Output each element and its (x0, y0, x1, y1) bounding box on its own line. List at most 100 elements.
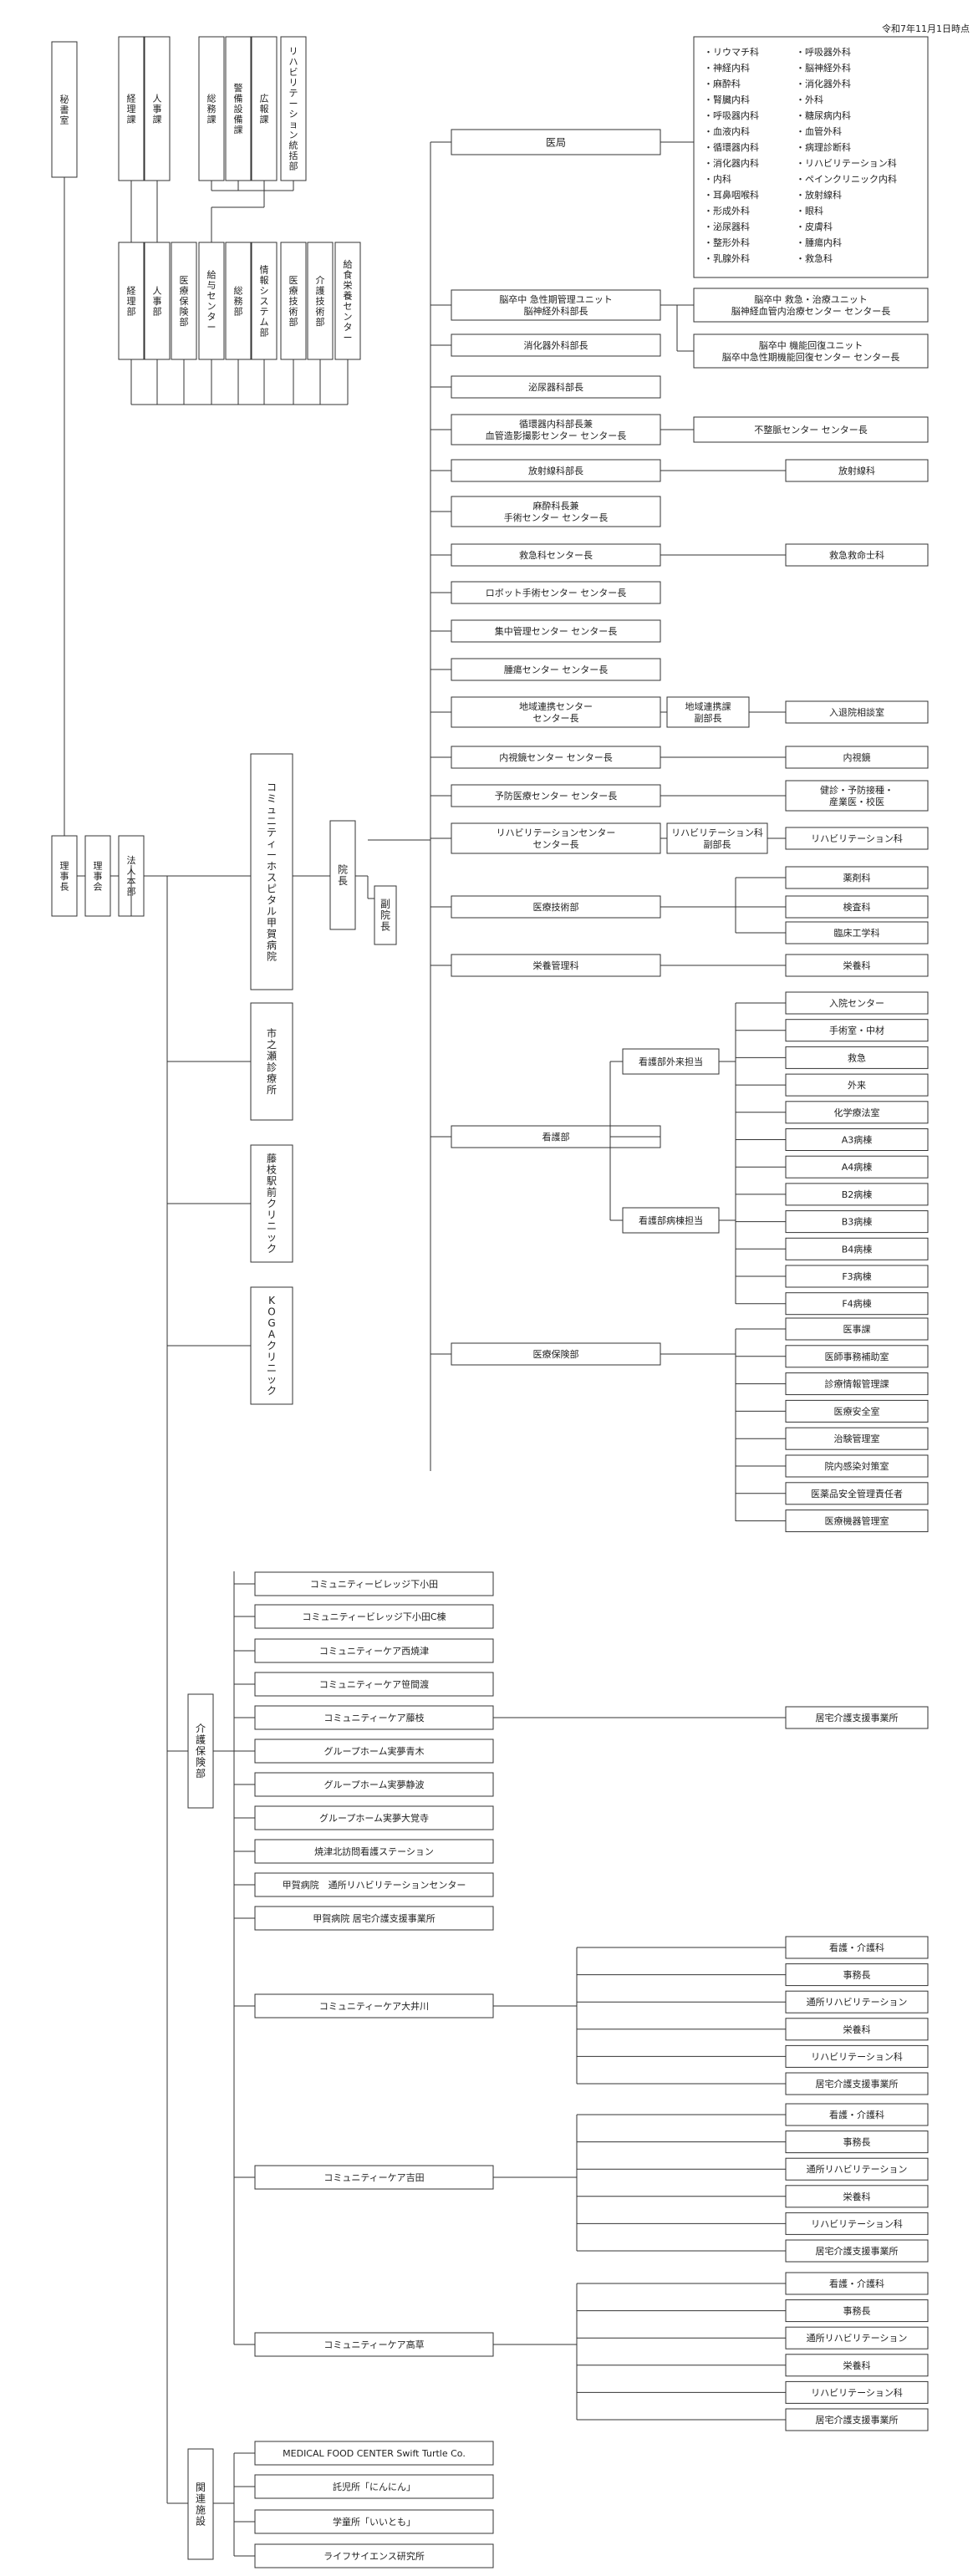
nursing-unit-11-box: F3病棟 (785, 1265, 929, 1288)
yoshida-box-label: コミュニティーケア吉田 (323, 2172, 424, 2183)
dept-4-char: セ (207, 291, 216, 302)
nursing-unit-1-box: 入院センター (785, 991, 929, 1015)
ikyoku-right-item: ・放射線科 (796, 189, 842, 201)
related-facility-3-box: 学童所「いいとも」 (254, 2509, 494, 2534)
security-facilities-section-char: 設 (234, 103, 243, 115)
nursing-outpatient-box-label: 看護部外来担当 (639, 1056, 703, 1067)
insurance-unit-8-box: 医療機器管理室 (785, 1509, 929, 1533)
ikyoku-left-item: ・耳鼻咽喉科 (704, 189, 759, 201)
koga-clinic-box-char: ッ (267, 1374, 277, 1386)
nursing-ward-box: 看護部病棟担当 (622, 1207, 720, 1234)
nursing-unit-12-box-label: F4病棟 (842, 1298, 871, 1310)
chairman-box-char: 事 (60, 871, 69, 882)
admission-consult-box: 入退院相談室 (785, 700, 929, 724)
takakusa-unit-2-box-label: 事務長 (843, 2305, 871, 2317)
ichinose-clinic-box-char: 之 (267, 1039, 277, 1051)
nursing-unit-4-box: 外来 (785, 1073, 929, 1097)
related-facility-3-box-label: 学童所「いいとも」 (333, 2516, 415, 2528)
yoshida-unit-4-box: 栄養科 (785, 2185, 929, 2208)
arrhythmia-center-box: 不整脈センター センター長 (693, 416, 929, 443)
anesthesia-chief-box-label: 手術センター センター長 (504, 512, 609, 523)
care-insurance-dept-box-char: 護 (196, 1733, 206, 1746)
pr-section-char: 報 (260, 104, 269, 115)
yoshida-unit-5-box-label: リハビリテーション科 (811, 2217, 903, 2229)
insurance-unit-7-box: 医薬品安全管理責任者 (785, 1482, 929, 1505)
ichinose-clinic-box-char: 診 (267, 1061, 277, 1073)
stroke-acute-unit-box-label: 脳卒中 急性期管理ユニット (499, 293, 613, 305)
dept-1-char: 経 (127, 285, 136, 296)
ikyoku-right-item: ・リハビリテーション科 (796, 157, 897, 169)
hospital-box-char: 賀 (267, 928, 277, 939)
takakusa-unit-3-box-label: 通所リハビリテーション (807, 2333, 908, 2344)
robot-surgery-center-box: ロボット手術センター センター長 (451, 581, 661, 604)
koga-clinic-box-char: A (268, 1329, 276, 1341)
emt-dept-box: 救急救命士科 (785, 543, 929, 567)
takakusa-box: コミュニティーケア高草 (254, 2332, 494, 2357)
hospital-box-char: ィ (267, 837, 277, 849)
rehab-supervisory-dept-char: 括 (289, 150, 298, 161)
security-facilities-section-char: 備 (234, 93, 243, 104)
ikyoku-right-item: ・皮膚科 (796, 221, 833, 232)
care-facility-9-box-label: 焼津北訪問看護ステーション (314, 1845, 434, 1857)
preventive-medicine-center-box-label: 予防医療センター センター長 (495, 790, 618, 802)
ikyoku-box-label: 医局 (546, 136, 566, 148)
care-facility-7-box-label: グループホーム実夢静波 (323, 1779, 424, 1790)
rehab-dept-box-label: リハビリテーション科 (811, 832, 903, 844)
care-facility-3-box: コミュニティーケア西焼津 (254, 1638, 494, 1663)
takakusa-unit-4-box-label: 栄養科 (843, 2360, 871, 2371)
dept-9-char: セ (344, 301, 353, 312)
related-facility-2-box: 託児所「にんにん」 (254, 2474, 494, 2499)
nutrition-dept-box: 栄養管理科 (451, 954, 661, 977)
care-facility-4-box: コミュニティーケア笹間渡 (254, 1672, 494, 1697)
insurance-unit-8-box-label: 医療機器管理室 (825, 1515, 889, 1527)
hr-section-char: 事 (153, 104, 162, 115)
dept-9-char: 給 (344, 258, 353, 270)
insurance-unit-3-box-label: 診療情報管理課 (825, 1378, 889, 1390)
care-facility-5-box-label: コミュニティーケア藤枝 (323, 1712, 424, 1723)
oigawa-unit-3-box: 通所リハビリテーション (785, 1990, 929, 2013)
care-facility-11-box: 甲賀病院 居宅介護支援事業所 (254, 1906, 494, 1931)
nursing-unit-10-box: B4病棟 (785, 1237, 929, 1260)
rehab-supervisory-dept-char: シ (289, 109, 298, 120)
oigawa-unit-1-box: 看護・介護科 (785, 1936, 929, 1959)
care-insurance-dept-box-char: 険 (196, 1757, 206, 1769)
dept-6-char: シ (260, 285, 269, 296)
hospital-box-char: ュ (267, 804, 277, 816)
insurance-unit-4-box-label: 医療安全室 (834, 1405, 880, 1417)
nursing-unit-8-box-label: B2病棟 (842, 1189, 873, 1200)
yoshida-unit-5-box: リハビリテーション科 (785, 2212, 929, 2235)
ikyoku-left-item: ・腎臓内科 (704, 94, 750, 105)
fujieda-care-support-box: 居宅介護支援事業所 (785, 1706, 929, 1729)
endoscopy-center-box-label: 内視鏡センター センター長 (499, 751, 613, 763)
hospital-box-char: テ (267, 827, 277, 838)
takakusa-unit-1-box-label: 看護・介護科 (829, 2278, 884, 2289)
care-facility-8-box: グループホーム実夢大覚寺 (254, 1805, 494, 1830)
medical-insurance-dept-box-label: 医療保険部 (533, 1348, 579, 1360)
nursing-ward-box-label: 看護部病棟担当 (639, 1214, 703, 1226)
dept-4-char: タ (207, 312, 216, 323)
pr-section-char: 課 (260, 113, 269, 125)
emergency-center-box-label: 救急科センター長 (519, 549, 593, 561)
yoshida-unit-2-box-label: 事務長 (843, 2136, 871, 2148)
accounting-section-char: 理 (127, 104, 136, 115)
related-facility-2-box-label: 託児所「にんにん」 (333, 2481, 415, 2492)
stroke-acute-unit-box-label: 脳神経外科部長 (524, 305, 588, 317)
preventive-medicine-center-box: 予防医療センター センター長 (451, 784, 661, 807)
dept-5-char: 務 (234, 295, 243, 307)
ikyoku-department-list: ・リウマチ科・神経内科・麻酔科・腎臓内科・呼吸器内科・血液内科・循環器内科・消化… (693, 36, 929, 278)
koga-clinic-box-char: K (268, 1295, 276, 1306)
hospital-box-char: ス (267, 872, 277, 883)
koga-clinic-box-char: G (267, 1317, 275, 1329)
rehab-supervisory-dept-char: ビ (289, 67, 298, 78)
dept-9-char: タ (344, 322, 353, 333)
insurance-unit-3-box: 診療情報管理課 (785, 1372, 929, 1396)
dept-6-char: ス (260, 296, 269, 307)
rehab-supervisory-dept-char: ハ (289, 57, 298, 68)
insurance-unit-5-box-label: 治験管理室 (834, 1433, 880, 1444)
